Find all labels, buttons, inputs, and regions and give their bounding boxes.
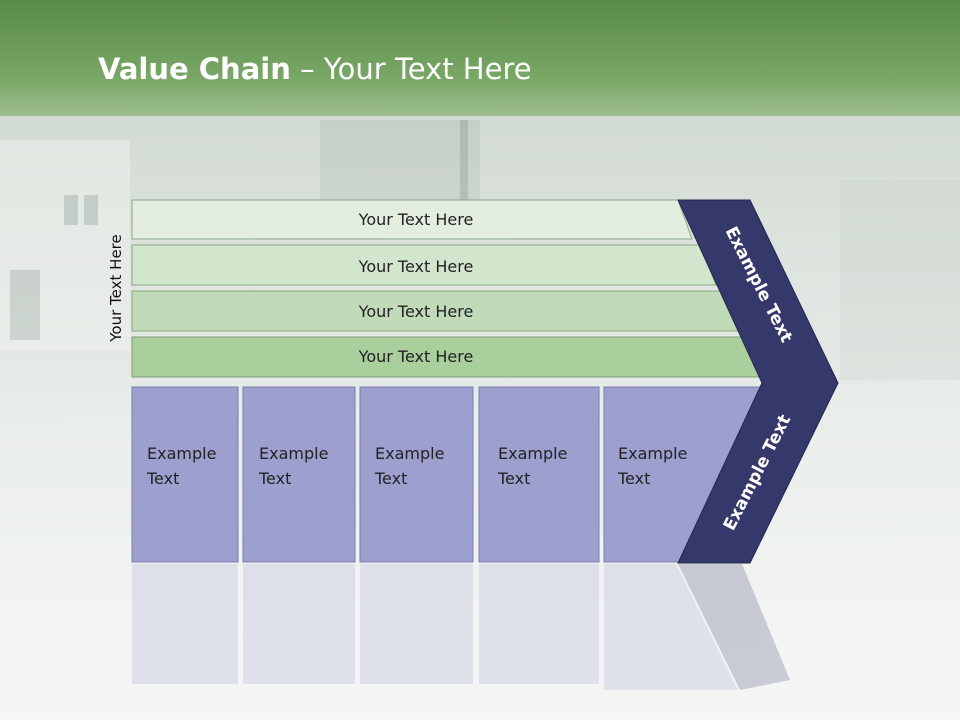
primary-box: Example Text [242,386,356,563]
support-row: Your Text Here [131,290,740,332]
primary-box-line2: Text [497,469,530,488]
support-row-label: Your Text Here [358,347,474,366]
arrow-shape [677,199,839,564]
primary-activities: Example Text Example Text Example Text E… [131,386,763,563]
support-row-shape [131,244,717,286]
primary-box-line1: Example [375,444,444,463]
primary-box: Example Text [603,386,763,563]
support-row-label: Your Text Here [358,257,474,276]
slide-title: Value Chain – Your Text Here [98,52,532,86]
primary-reflection [132,564,790,690]
support-row: Your Text Here [131,336,764,378]
primary-box: Example Text [131,386,239,563]
primary-box-line2: Text [146,469,179,488]
support-row: Your Text Here [131,244,717,286]
support-activities: Your Text Here Your Text Here Your Text … [131,199,764,378]
support-row-shape [131,199,693,240]
support-row: Your Text Here [131,199,693,240]
primary-box: Example Text [359,386,474,563]
primary-box: Example Text [478,386,600,563]
primary-box-line1: Example [618,444,687,463]
value-chain-arrow: Example Text Example Text [677,199,839,564]
slide-title-rest: – Your Text Here [290,52,532,86]
primary-box-line1: Example [498,444,567,463]
support-row-label: Your Text Here [358,210,474,229]
slide-title-bold: Value Chain [98,52,291,86]
primary-box-line1: Example [147,444,216,463]
primary-box-line2: Text [617,469,650,488]
primary-box-line2: Text [258,469,291,488]
primary-box-line2: Text [374,469,407,488]
side-label: Your Text Here [107,234,125,342]
primary-box-line1: Example [259,444,328,463]
support-row-label: Your Text Here [358,302,474,321]
